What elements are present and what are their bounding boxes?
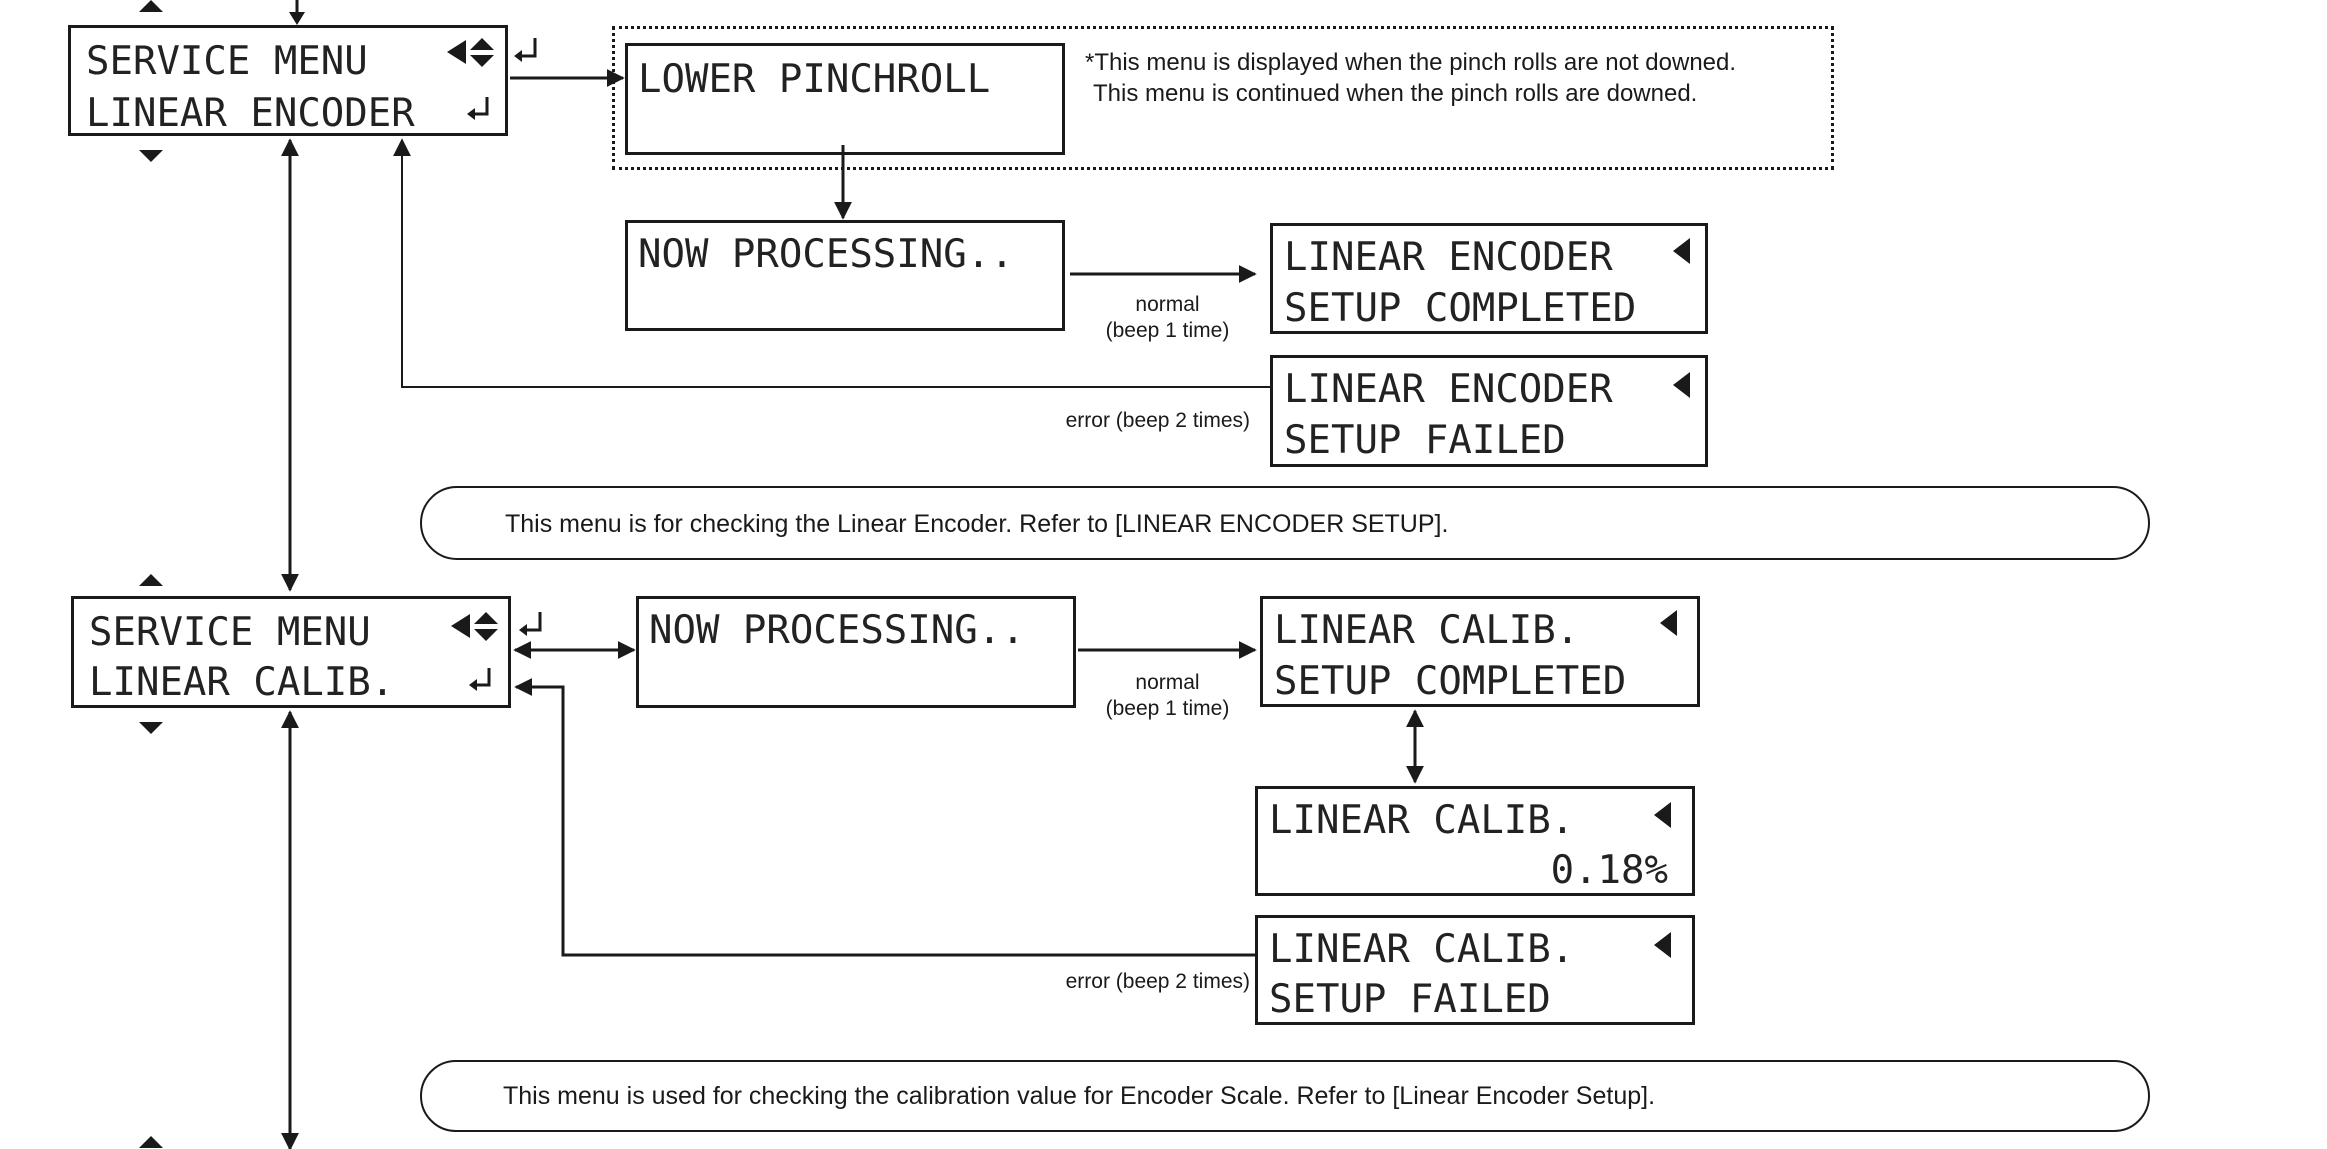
scroll-up-icon: [139, 574, 163, 586]
up-down-arrow-icon: [474, 612, 498, 624]
screen-line-1: SERVICE MENU: [86, 39, 368, 84]
screen-linear-calib-setup-failed: LINEAR CALIB. SETUP FAILED: [1255, 915, 1695, 1025]
enter-icon: [519, 38, 537, 58]
screen-line-2: SETUP COMPLETED: [1284, 286, 1637, 331]
arrow-calib-failed-back-to-calib: [514, 678, 1255, 957]
up-down-arrow-icon-lower: [470, 55, 494, 67]
back-arrow-icon: [1654, 802, 1671, 828]
screen-linear-encoder-setup-failed: LINEAR ENCODER SETUP FAILED: [1270, 355, 1708, 467]
description-pill-linear-calib: [420, 1060, 2150, 1132]
arrow-failed-back-to-encoder: [393, 138, 1270, 388]
enter-icon-head: [514, 50, 522, 62]
screen-line-2: SETUP FAILED: [1284, 418, 1566, 463]
enter-icon-line-2: [475, 668, 491, 687]
incoming-flow-arrowhead: [289, 12, 305, 25]
screen-line-1: SERVICE MENU: [89, 610, 371, 655]
screen-line-1: LINEAR CALIB.: [1269, 927, 1575, 972]
up-down-arrow-icon-lower: [474, 629, 498, 641]
screen-line-1: NOW PROCESSING..: [638, 232, 1014, 277]
back-arrow-icon: [1673, 238, 1690, 264]
screen-line-1: LINEAR ENCODER: [1284, 367, 1613, 412]
error-beep-label-1: error (beep 2 times): [1065, 409, 1250, 432]
screen-service-menu-linear-encoder: SERVICE MENU LINEAR ENCODER: [68, 25, 508, 136]
up-down-arrow-icon: [470, 38, 494, 50]
screen-linear-calib-setup-completed: LINEAR CALIB. SETUP COMPLETED: [1260, 596, 1700, 707]
description-pill-linear-encoder: [420, 486, 2150, 560]
normal-beep-label-2: normal (beep 1 time): [1105, 671, 1230, 721]
screen-line-2: LINEAR CALIB.: [89, 660, 395, 705]
screen-line-2: SETUP COMPLETED: [1274, 659, 1627, 704]
screen-linear-encoder-setup-completed: LINEAR ENCODER SETUP COMPLETED: [1270, 223, 1708, 334]
scroll-up-icon: [139, 0, 163, 12]
enter-icon-head: [519, 624, 527, 636]
description-linear-encoder: This menu is for checking the Linear Enc…: [505, 510, 1449, 538]
screen-line-2: SETUP FAILED: [1269, 977, 1551, 1022]
screen-line-1: LINEAR ENCODER: [1284, 235, 1613, 280]
back-arrow-icon: [1673, 372, 1690, 398]
scroll-down-icon: [139, 722, 163, 734]
screen-now-processing-2: NOW PROCESSING..: [636, 596, 1076, 708]
enter-icon-line-2: [473, 97, 489, 116]
screen-linear-calib-value: LINEAR CALIB. 0.18%: [1255, 786, 1695, 896]
pinchroll-note-line-1: *This menu is displayed when the pinch r…: [1085, 49, 1737, 76]
calib-value-readout: 0.18%: [1550, 848, 1668, 893]
pinchroll-note-line-2: This menu is continued when the pinch ro…: [1093, 80, 1698, 107]
screen-line-1: NOW PROCESSING..: [649, 608, 1025, 653]
screen-lower-pinchroll: LOWER PINCHROLL: [625, 43, 1065, 155]
left-arrow-icon: [447, 40, 466, 64]
error-beep-label-2: error (beep 2 times): [1065, 970, 1250, 993]
normal-beep-label-1: normal (beep 1 time): [1105, 293, 1230, 343]
scroll-down-icon: [139, 150, 163, 162]
screen-service-menu-linear-calib: SERVICE MENU LINEAR CALIB.: [71, 596, 511, 708]
screen-line-2: LINEAR ENCODER: [86, 91, 415, 136]
back-arrow-icon: [1654, 932, 1671, 958]
enter-icon-line-2-head: [467, 108, 475, 120]
enter-icon-line-2-head: [469, 679, 477, 691]
screen-now-processing-1: NOW PROCESSING..: [625, 220, 1065, 331]
screen-line-1: LINEAR CALIB.: [1274, 608, 1580, 653]
enter-icon: [524, 612, 542, 632]
description-linear-calib: This menu is used for checking the calib…: [503, 1082, 1656, 1110]
back-arrow-icon: [1660, 610, 1677, 636]
screen-line-1: LINEAR CALIB.: [1269, 798, 1575, 843]
screen-line-1: LOWER PINCHROLL: [638, 57, 991, 102]
scroll-up-icon: [139, 1136, 163, 1148]
left-arrow-icon: [451, 614, 470, 638]
pinchroll-note-frame: [612, 26, 1834, 170]
